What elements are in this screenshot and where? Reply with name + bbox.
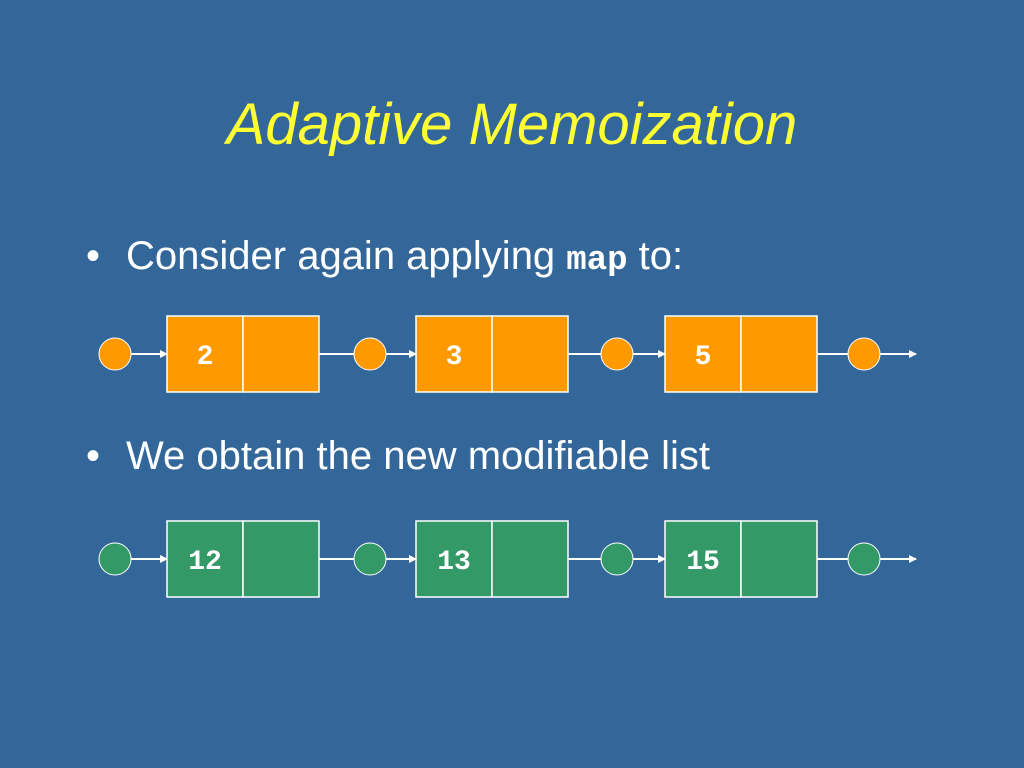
bullet-text-after: to: <box>627 234 684 278</box>
node-pointer-cell <box>740 520 818 598</box>
node-pointer-cell <box>491 520 569 598</box>
pointer-circle <box>98 542 132 576</box>
bullet-dot: • <box>86 434 101 478</box>
node-pointer-cell <box>491 315 569 393</box>
node-value: 12 <box>188 547 222 578</box>
bullet-text-before: Consider again applying <box>126 234 567 278</box>
pointer-circle <box>98 337 132 371</box>
pointer-circle <box>600 337 634 371</box>
node-value: 13 <box>437 547 471 578</box>
pointer-circle <box>847 337 881 371</box>
node-value-cell <box>415 315 493 393</box>
bullet-consider-map: • Consider again applying map to: <box>86 236 683 278</box>
node-value-cell <box>415 520 493 598</box>
node-pointer-cell <box>740 315 818 393</box>
pointer-circle <box>600 542 634 576</box>
node-pointer-cell <box>242 315 320 393</box>
map-code: map <box>566 242 628 280</box>
node-value: 5 <box>695 342 712 373</box>
node-value: 2 <box>197 342 214 373</box>
bullet-new-list: • We obtain the new modifiable list <box>86 436 710 476</box>
pointer-circle <box>847 542 881 576</box>
node-value-cell <box>664 315 742 393</box>
pointer-circle <box>353 337 387 371</box>
input-linked-list: 2 3 5 <box>98 315 917 393</box>
pointer-circle <box>353 542 387 576</box>
bullet-dot: • <box>86 234 101 278</box>
slide-title: Adaptive Memoization <box>226 92 798 157</box>
node-pointer-cell <box>242 520 320 598</box>
node-value: 3 <box>446 342 463 373</box>
bullet-text: We obtain the new modifiable list <box>126 434 711 478</box>
output-linked-list: 12 13 15 <box>98 520 917 598</box>
node-value: 15 <box>686 547 720 578</box>
node-value-cell <box>166 520 244 598</box>
